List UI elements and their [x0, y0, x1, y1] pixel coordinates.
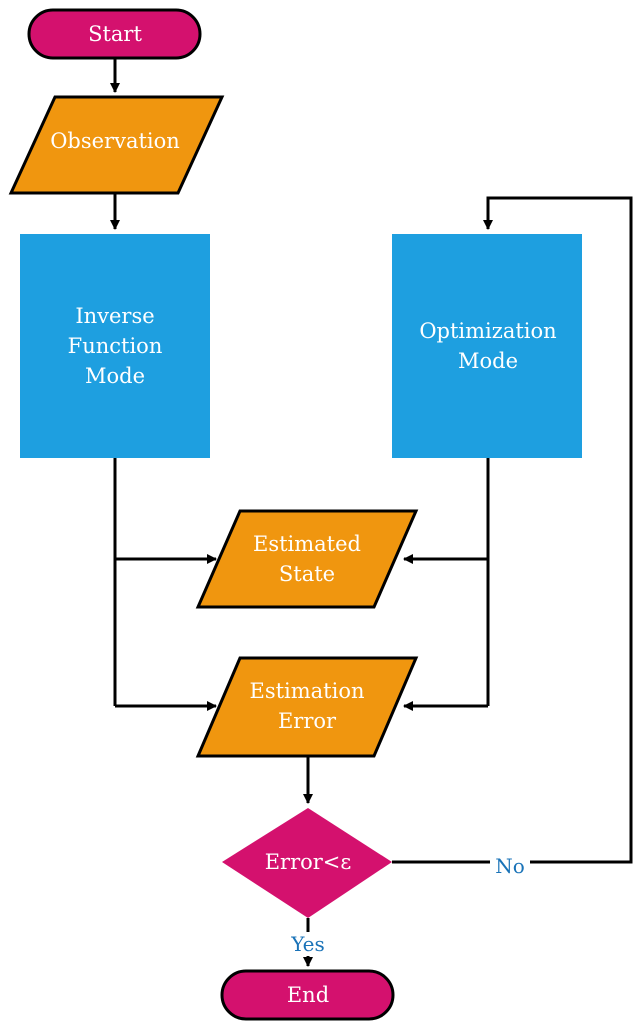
inverse-label-line-1: Inverse [75, 304, 154, 328]
start-node: Start [27, 8, 202, 60]
optimization-mode-node: Optimization Mode [392, 234, 582, 458]
yes-label: Yes [290, 932, 325, 956]
decision-node: Error<ε [222, 808, 392, 918]
estimated-state-line-1: Estimated [253, 532, 361, 556]
estimated-state-node: Estimated State [195, 509, 419, 609]
estimation-error-line-1: Estimation [249, 679, 364, 703]
estimation-error-node: Estimation Error [195, 656, 419, 758]
end-label: End [287, 983, 329, 1007]
end-node: End [220, 969, 395, 1021]
decision-label: Error<ε [265, 850, 352, 874]
observation-node: Observation [8, 95, 225, 195]
inverse-function-mode-node: Inverse Function Mode [20, 234, 210, 458]
arrow-no-loop [392, 196, 633, 864]
observation-label: Observation [50, 129, 180, 153]
inverse-label-line-2: Function [68, 334, 163, 358]
optimization-label-line-1: Optimization [419, 319, 556, 343]
start-label: Start [88, 22, 142, 46]
connectors [110, 58, 633, 967]
estimation-error-line-2: Error [278, 709, 337, 733]
no-label: No [495, 854, 525, 878]
inverse-label-line-3: Mode [85, 364, 145, 388]
estimated-state-line-2: State [279, 562, 335, 586]
optimization-label-line-2: Mode [458, 349, 518, 373]
